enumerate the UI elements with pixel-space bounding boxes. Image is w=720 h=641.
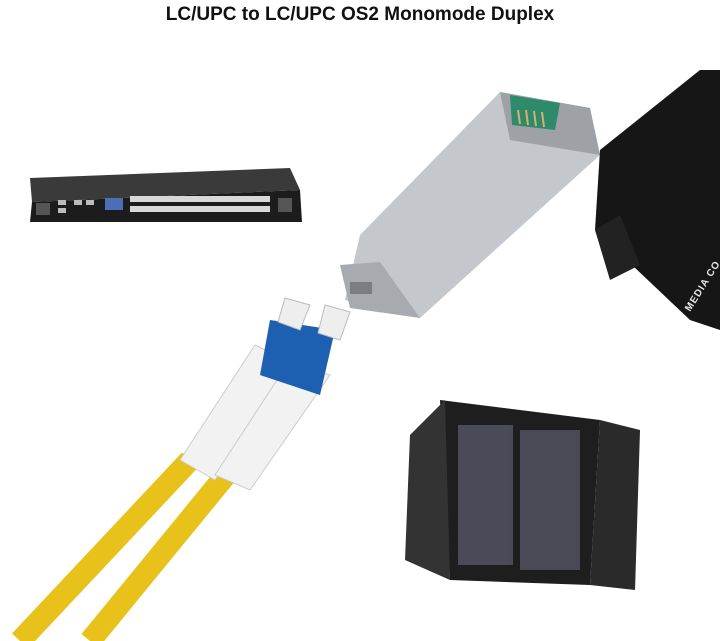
- sfp-transceiver: [340, 92, 600, 318]
- rack-switch: [30, 168, 302, 222]
- server-rack: [405, 400, 640, 590]
- lc-duplex-patch-cable: [11, 297, 351, 641]
- media-converter: MEDIA CO: [595, 70, 720, 330]
- product-title: LC/UPC to LC/UPC OS2 Monomode Duplex: [165, 4, 555, 25]
